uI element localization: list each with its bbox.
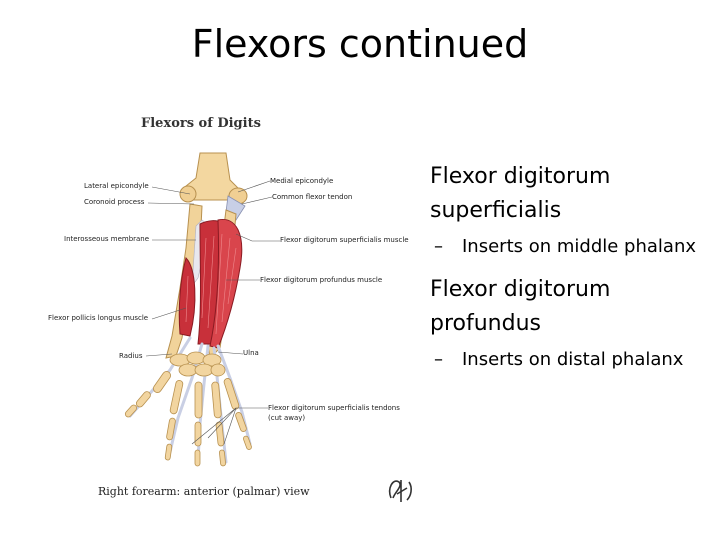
label-interosseous-membrane: Interosseous membrane xyxy=(64,235,150,243)
slide-title: Flexors continued xyxy=(191,22,529,66)
figure-caption: Right forearm: anterior (palmar) view xyxy=(98,485,310,498)
label-coronoid-process: Coronoid process xyxy=(84,198,145,206)
label-ulna: Ulna xyxy=(243,349,259,357)
label-fdp-muscle: Flexor digitorum profundus muscle xyxy=(260,276,383,284)
lateral-epicondyle-shape xyxy=(179,185,197,203)
label-radius: Radius xyxy=(119,352,143,360)
bullet-fds: Flexor digitorum superficialis xyxy=(430,164,611,223)
bullet-fdp: Flexor digitorum profundus xyxy=(430,277,611,336)
label-flexor-pollicis-longus: Flexor pollicis longus muscle xyxy=(48,314,149,322)
label-lateral-epicondyle: Lateral epicondyle xyxy=(84,182,149,190)
figure-heading: Flexors of Digits xyxy=(141,116,261,131)
label-fds-muscle: Flexor digitorum superficialis muscle xyxy=(280,236,409,244)
sub-bullet-fds: – Inserts on middle phalanx xyxy=(430,232,710,261)
dash-marker: – xyxy=(434,349,443,370)
sub-bullet-fdp: – Inserts on distal phalanx xyxy=(430,345,710,374)
dash-marker: – xyxy=(434,236,443,257)
label-fds-tendons-cut: (cut away) xyxy=(268,414,306,422)
label-common-flexor-tendon: Common flexor tendon xyxy=(272,193,353,201)
bullet-list: Flexor digitorum superficialis – Inserts… xyxy=(430,160,710,386)
artist-signature-mark xyxy=(388,480,412,502)
sub-bullet-fds-text: Inserts on middle phalanx xyxy=(462,236,697,257)
label-medial-epicondyle: Medial epicondyle xyxy=(270,177,334,185)
sub-bullet-fdp-text: Inserts on distal phalanx xyxy=(462,349,684,370)
forearm-anatomy-figure: Flexors of Digits Lateral epicondyle Cor… xyxy=(40,108,420,513)
label-fds-tendons: Flexor digitorum superficialis tendons xyxy=(268,404,400,412)
forearm-illustration xyxy=(124,152,280,467)
